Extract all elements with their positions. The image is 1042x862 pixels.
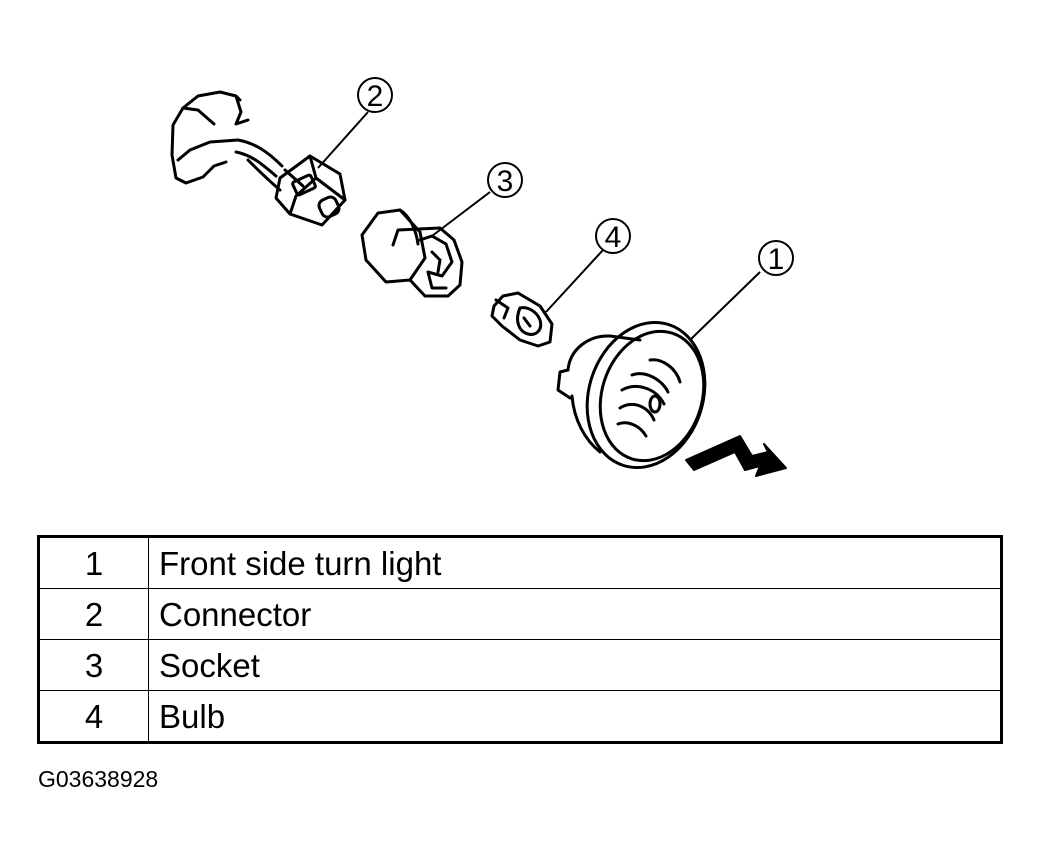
turn-light-lens-shape — [556, 320, 707, 470]
callout-number-2: 2 — [367, 80, 384, 113]
table-row: 1 Front side turn light — [38, 536, 1002, 589]
figure-code: G03638928 — [38, 766, 159, 792]
callout-number-3: 3 — [497, 165, 514, 198]
legend-description-cell: Socket — [148, 639, 1002, 691]
direction-arrow-shape — [685, 435, 787, 477]
legend-number-cell: 3 — [38, 639, 149, 691]
callout-circle-3 — [487, 162, 523, 198]
callout-circle-2 — [357, 77, 393, 113]
legend-number-cell: 2 — [38, 588, 149, 640]
callout-circle-1 — [758, 240, 794, 276]
legend-number-cell: 1 — [38, 536, 149, 589]
connector-shape — [274, 154, 347, 227]
leader-line-1 — [689, 271, 761, 341]
exploded-parts-diagram: 1 2 3 4 — [170, 77, 794, 477]
callout-number-1: 1 — [768, 243, 785, 276]
legend-description-cell: Front side turn light — [148, 536, 1002, 589]
parts-legend-table: 1 Front side turn light 2 Connector 3 So… — [37, 535, 1003, 744]
legend-number-cell: 4 — [38, 690, 149, 743]
harness-bracket-shape — [170, 90, 250, 185]
bulb-shape — [490, 291, 554, 348]
leader-line-3 — [431, 191, 491, 237]
callout-number-4: 4 — [605, 221, 622, 254]
leader-line-2 — [317, 111, 369, 169]
wire-harness-shape — [234, 138, 284, 192]
leader-line-4 — [545, 249, 604, 313]
socket-shape — [360, 208, 464, 298]
legend-description-cell: Connector — [148, 588, 1002, 640]
legend-description-cell: Bulb — [148, 690, 1002, 743]
callout-circle-4 — [595, 218, 631, 254]
table-row: 2 Connector — [38, 588, 1002, 640]
table-row: 4 Bulb — [38, 690, 1002, 743]
table-row: 3 Socket — [38, 639, 1002, 691]
